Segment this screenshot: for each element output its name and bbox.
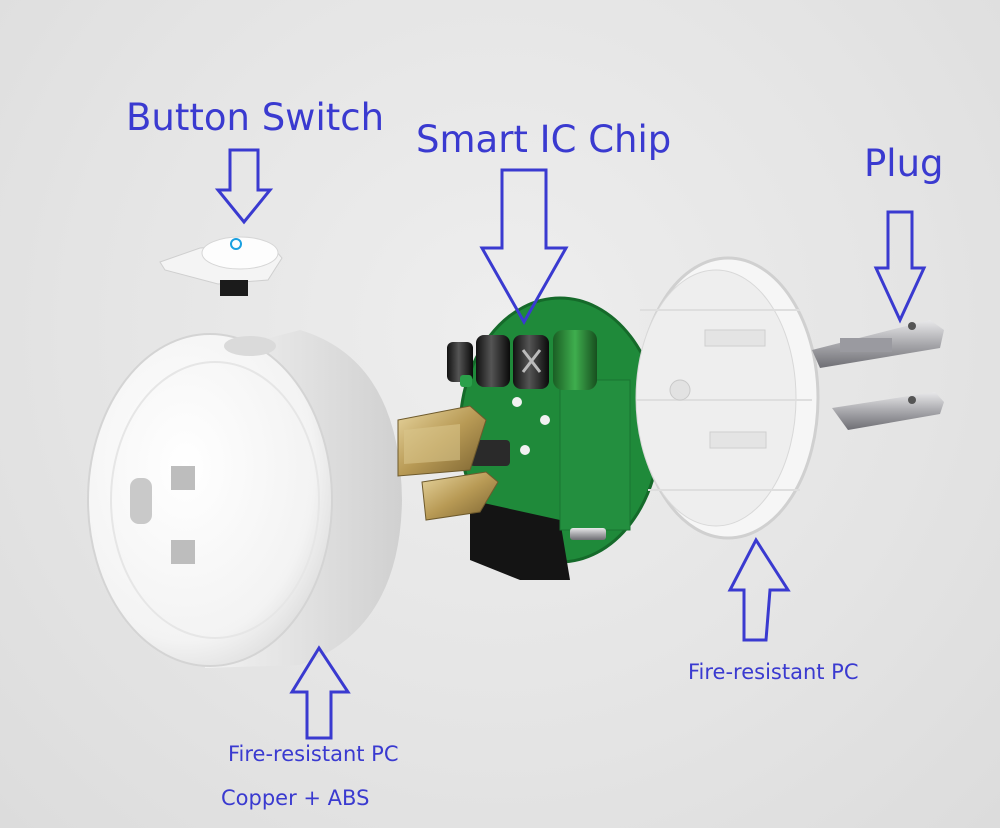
button-switch-label: Button Switch [126,96,385,139]
smart-ic-chip-label: Smart IC Chip [416,118,672,161]
down-arrow-icon [214,148,274,225]
contact-material-label: Copper + ABS [221,786,370,810]
back-plate [635,256,820,540]
up-arrow-icon [727,537,791,642]
back-plate-material-label: Fire-resistant PC [688,660,859,684]
outlet-face [130,466,195,564]
front-shell-material-label: Fire-resistant PC [228,742,399,766]
down-arrow-icon [873,210,927,324]
button-switch-part [159,236,283,296]
plug-blades [812,320,944,430]
plug-label: Plug [864,142,944,185]
down-arrow-icon [479,168,569,326]
copper-contacts [397,405,499,521]
pcb-module [447,296,662,580]
up-arrow-icon [289,645,351,740]
front-shell [87,330,402,668]
